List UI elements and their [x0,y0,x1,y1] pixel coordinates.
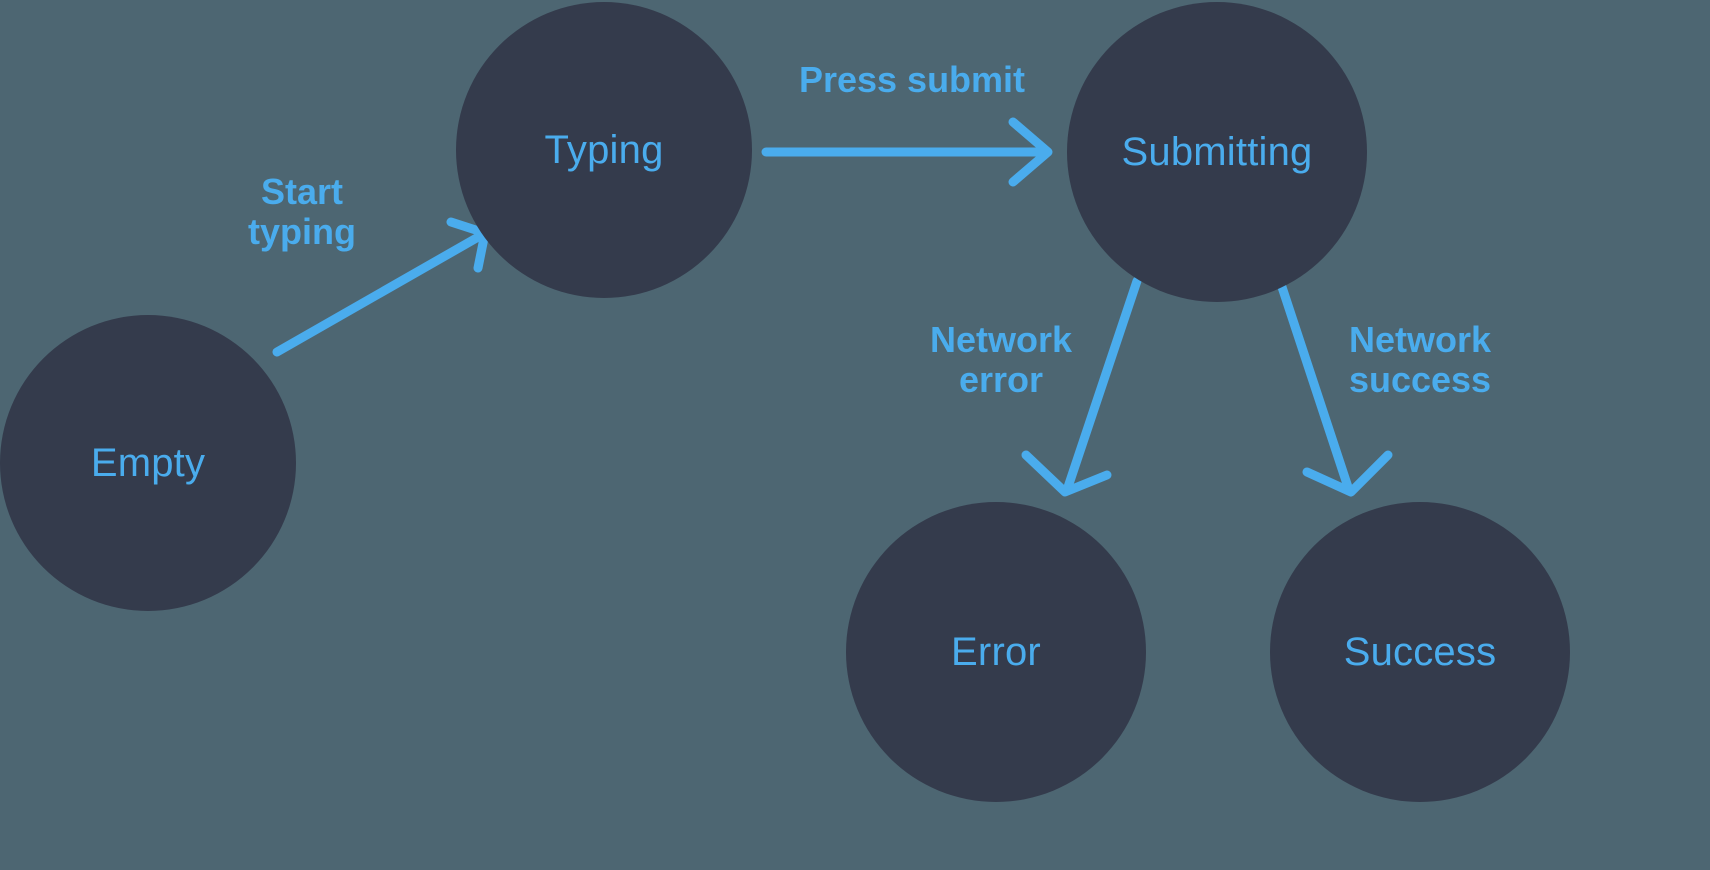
state-node-success-label: Success [1343,630,1497,674]
transition-label-network-success: Network success [1348,319,1492,401]
transition-label-start-typing: Start typing [248,171,356,253]
state-node-success[interactable]: Success [1270,502,1570,802]
transition-label-network-error: Network error [929,319,1073,401]
state-node-typing-label: Typing [544,128,664,172]
state-node-error[interactable]: Error [846,502,1146,802]
transition-label-press-submit: Press submit [798,59,1026,100]
edge-network-error-line [1063,276,1142,492]
state-node-empty[interactable]: Empty [0,315,296,611]
edge-network-error [1021,276,1142,497]
edge-start-typing-line [272,231,485,357]
edge-network-success [1276,279,1393,497]
edge-press-submit [761,117,1053,187]
edge-press-submit-arrowhead [1008,117,1053,187]
state-node-typing[interactable]: Typing [456,2,752,298]
state-node-empty-label: Empty [90,441,206,485]
state-node-error-label: Error [951,630,1041,674]
edge-network-error-arrowhead [1021,450,1112,497]
edge-network-success-line [1276,279,1353,492]
state-node-submitting-label: Submitting [1121,130,1313,174]
edge-network-success-arrowhead [1302,450,1393,497]
state-node-submitting[interactable]: Submitting [1067,2,1367,302]
